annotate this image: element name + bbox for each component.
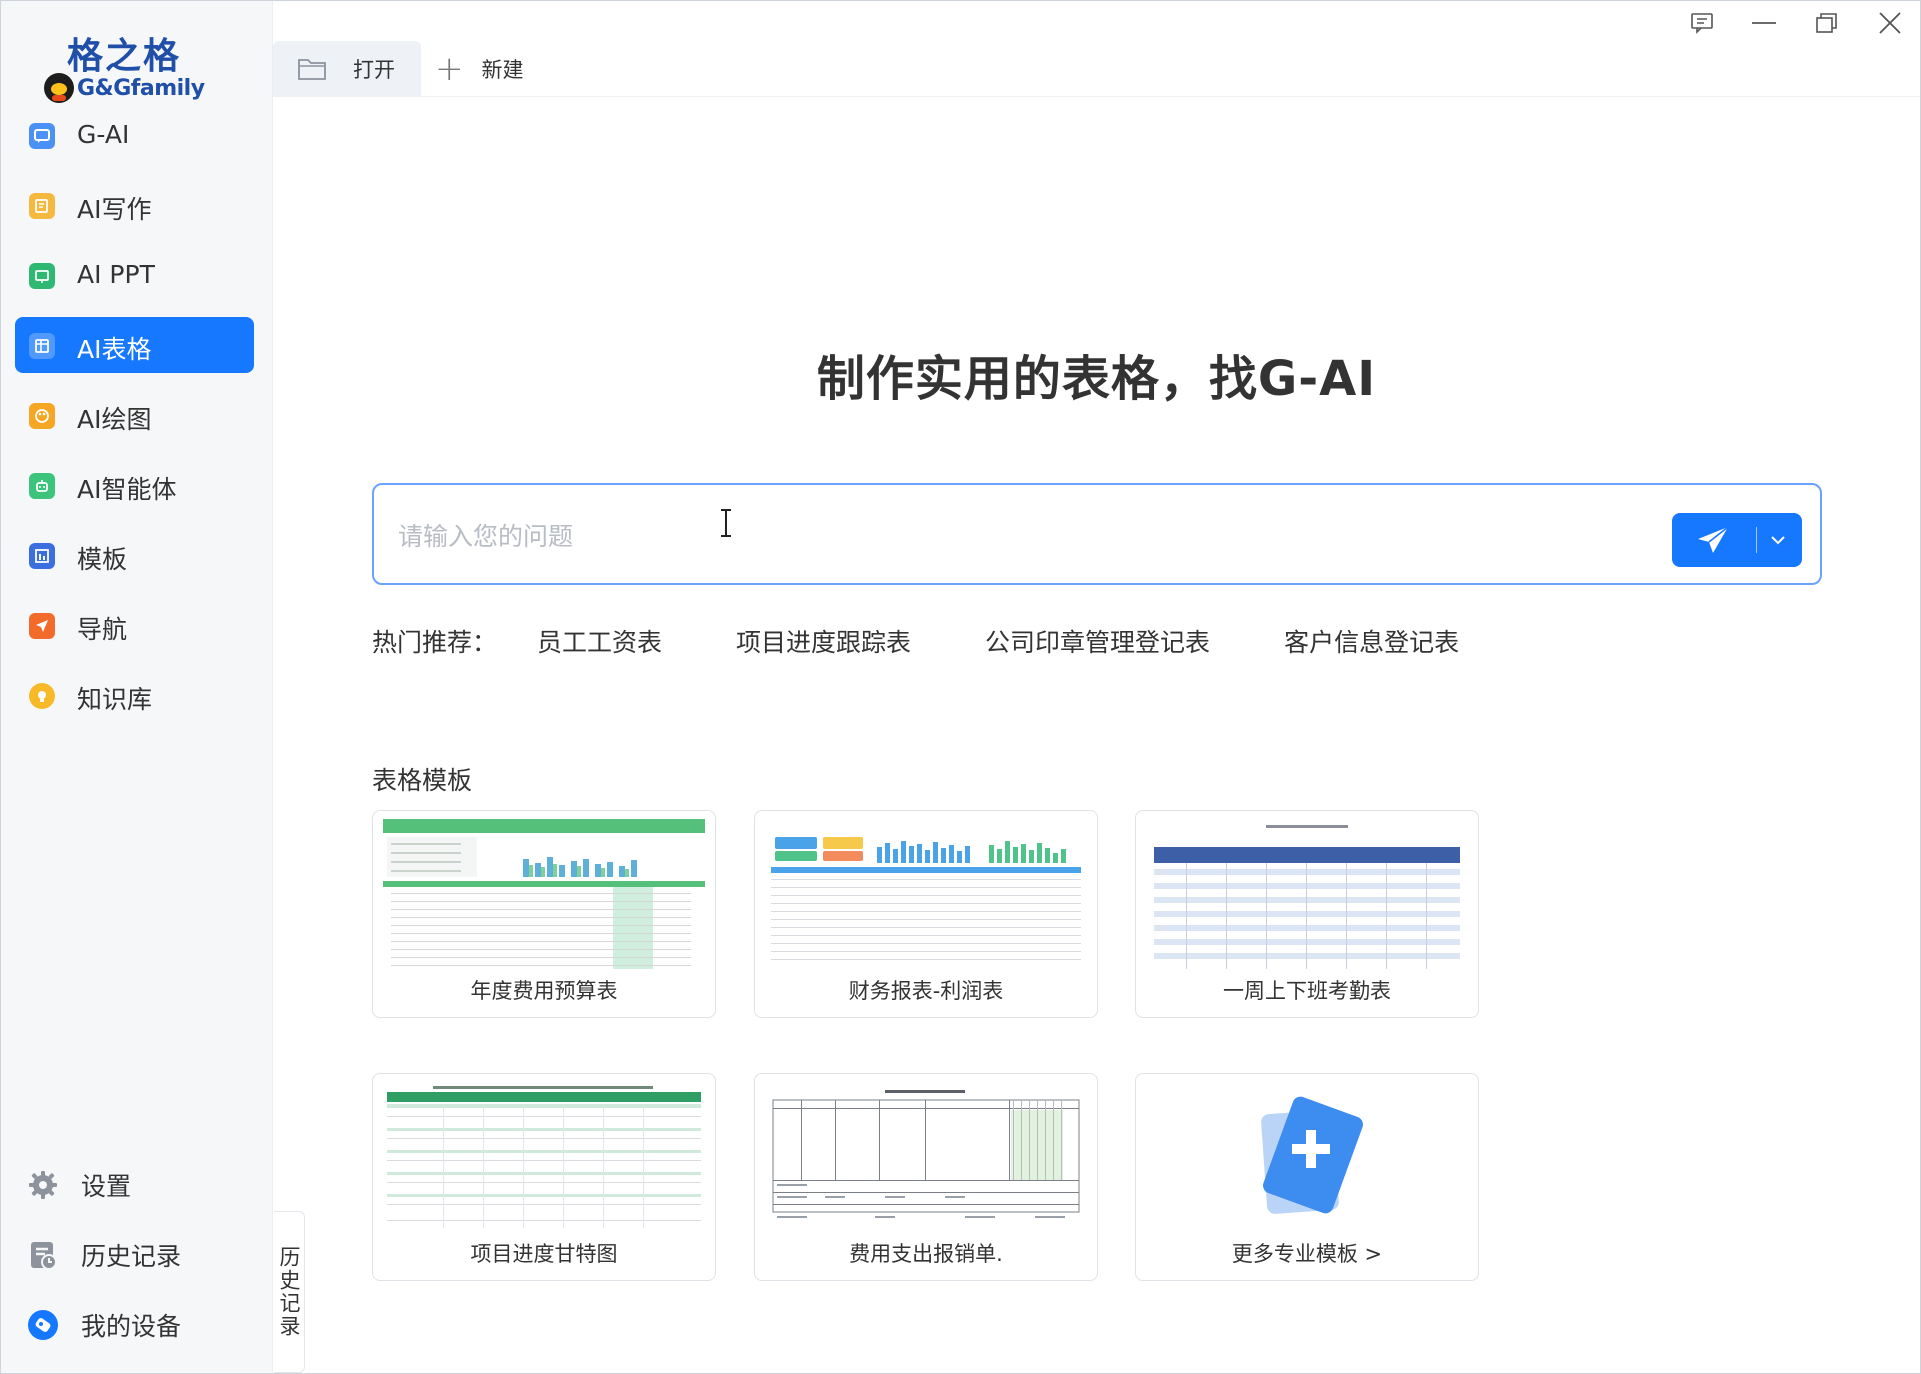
sidebar-item-ai-writing[interactable]: AI写作 <box>15 177 254 233</box>
send-button[interactable] <box>1672 513 1802 567</box>
history-side-tab-label: 历史记录 <box>277 1246 301 1338</box>
plus-icon: + <box>435 48 464 89</box>
mascot-icon <box>44 73 74 103</box>
settings-label: 设置 <box>81 1172 132 1201</box>
sidebar-item-knowledge-base[interactable]: 知识库 <box>15 667 254 723</box>
hot-item[interactable]: 客户信息登记表 <box>1284 628 1460 657</box>
sidebar-item-label: AI PPT <box>77 260 155 289</box>
hot-item[interactable]: 员工工资表 <box>537 628 663 657</box>
template-thumbnail <box>383 1082 705 1232</box>
text-cursor-icon <box>721 509 731 537</box>
writing-icon <box>29 193 55 219</box>
logo-chinese: 格之格 <box>67 35 182 77</box>
sidebar-item-label: AI智能体 <box>77 475 177 504</box>
template-card-label: 一周上下班考勤表 <box>1223 979 1391 1003</box>
template-card-label: 费用支出报销单. <box>849 1242 1003 1266</box>
lightbulb-icon <box>29 683 55 709</box>
table-icon <box>29 333 55 359</box>
brand-logo: 格之格 G&Gfamily <box>39 27 239 107</box>
sidebar-item-label: 导航 <box>77 615 128 644</box>
more-templates-label: 更多专业模板 > <box>1231 1242 1383 1266</box>
template-card-expense-reimbursement[interactable]: 费用支出报销单. <box>754 1073 1098 1281</box>
template-thumbnail <box>765 1082 1087 1232</box>
navigation-icon <box>29 613 55 639</box>
send-icon <box>1698 526 1729 553</box>
minimize-icon <box>1752 22 1776 24</box>
devices-label: 我的设备 <box>81 1312 182 1341</box>
tab-new-label: 新建 <box>481 57 524 82</box>
hot-item[interactable]: 公司印章管理登记表 <box>985 628 1211 657</box>
template-card-label: 项目进度甘特图 <box>470 1242 618 1266</box>
sidebar-item-label: AI写作 <box>77 195 152 224</box>
template-card-weekly-attendance[interactable]: 一周上下班考勤表 <box>1135 810 1479 1018</box>
history-side-tab[interactable]: 历史记录 <box>274 1211 305 1373</box>
history-icon <box>27 1239 59 1271</box>
page-headline: 制作实用的表格，找G-AI <box>816 351 1377 407</box>
sidebar-item-label: 模板 <box>77 545 128 574</box>
tab-bar: 打开 + 新建 <box>273 1 1920 97</box>
palette-icon <box>29 403 55 429</box>
history-label: 历史记录 <box>81 1242 182 1271</box>
template-thumbnail <box>1146 819 1468 969</box>
add-document-icon <box>1261 1096 1363 1214</box>
ppt-icon <box>29 263 55 289</box>
send-separator <box>1756 527 1757 553</box>
tab-open-label: 打开 <box>353 57 395 82</box>
more-templates-card[interactable]: 更多专业模板 > <box>1135 1073 1479 1281</box>
sidebar-item-label: AI表格 <box>77 335 152 364</box>
sidebar-item-g-ai[interactable]: G-AI <box>15 107 254 163</box>
template-card-label: 财务报表-利润表 <box>848 979 1004 1003</box>
sidebar-item-ai-drawing[interactable]: AI绘图 <box>15 387 254 443</box>
feedback-button[interactable] <box>1671 1 1733 45</box>
more-templates-thumbnail <box>1146 1082 1468 1232</box>
folder-icon <box>298 58 326 80</box>
template-icon <box>29 543 55 569</box>
template-card-gantt[interactable]: 项目进度甘特图 <box>372 1073 716 1281</box>
sidebar-item-ai-ppt[interactable]: AI PPT <box>15 247 254 303</box>
my-devices-button[interactable]: 我的设备 <box>27 1300 181 1350</box>
tab-open[interactable]: 打开 <box>273 41 421 96</box>
sidebar-item-navigation[interactable]: 导航 <box>15 597 254 653</box>
sidebar-item-templates[interactable]: 模板 <box>15 527 254 583</box>
sidebar-item-label: 知识库 <box>77 685 153 714</box>
hot-item[interactable]: 项目进度跟踪表 <box>736 628 912 657</box>
sidebar: 格之格 G&Gfamily G-AI AI写作 AI PPT <box>1 1 273 1373</box>
feedback-icon <box>1691 13 1713 34</box>
close-icon <box>1879 12 1901 34</box>
sidebar-item-label: G-AI <box>77 120 130 149</box>
templates-section-title: 表格模板 <box>372 766 473 795</box>
question-input[interactable] <box>396 511 1600 561</box>
device-icon <box>27 1309 59 1341</box>
robot-icon <box>29 473 55 499</box>
sidebar-item-label: AI绘图 <box>77 405 152 434</box>
template-card-label: 年度费用预算表 <box>470 979 618 1003</box>
template-card-income-statement[interactable]: 财务报表-利润表 <box>754 810 1098 1018</box>
ai-chat-icon <box>29 123 55 149</box>
sidebar-item-ai-table[interactable]: AI表格 <box>15 317 254 373</box>
logo-english: G&Gfamily <box>77 75 205 101</box>
sidebar-item-ai-agent[interactable]: AI智能体 <box>15 457 254 513</box>
restore-button[interactable] <box>1796 1 1858 45</box>
template-thumbnail <box>765 819 1087 969</box>
template-thumbnail <box>383 819 705 969</box>
search-box <box>372 483 1822 585</box>
history-button[interactable]: 历史记录 <box>27 1230 181 1280</box>
hot-title: 热门推荐： <box>372 628 498 657</box>
minimize-button[interactable] <box>1733 1 1795 45</box>
chevron-down-icon[interactable] <box>1768 533 1788 547</box>
gear-icon <box>27 1169 59 1201</box>
hot-recommendations: 热门推荐： 员工工资表 项目进度跟踪表 公司印章管理登记表 客户信息登记表 <box>372 623 1533 659</box>
settings-button[interactable]: 设置 <box>27 1160 131 1210</box>
tab-new[interactable]: + 新建 <box>435 41 524 96</box>
close-button[interactable] <box>1859 1 1920 45</box>
restore-icon <box>1816 13 1837 33</box>
template-card-annual-budget[interactable]: 年度费用预算表 <box>372 810 716 1018</box>
